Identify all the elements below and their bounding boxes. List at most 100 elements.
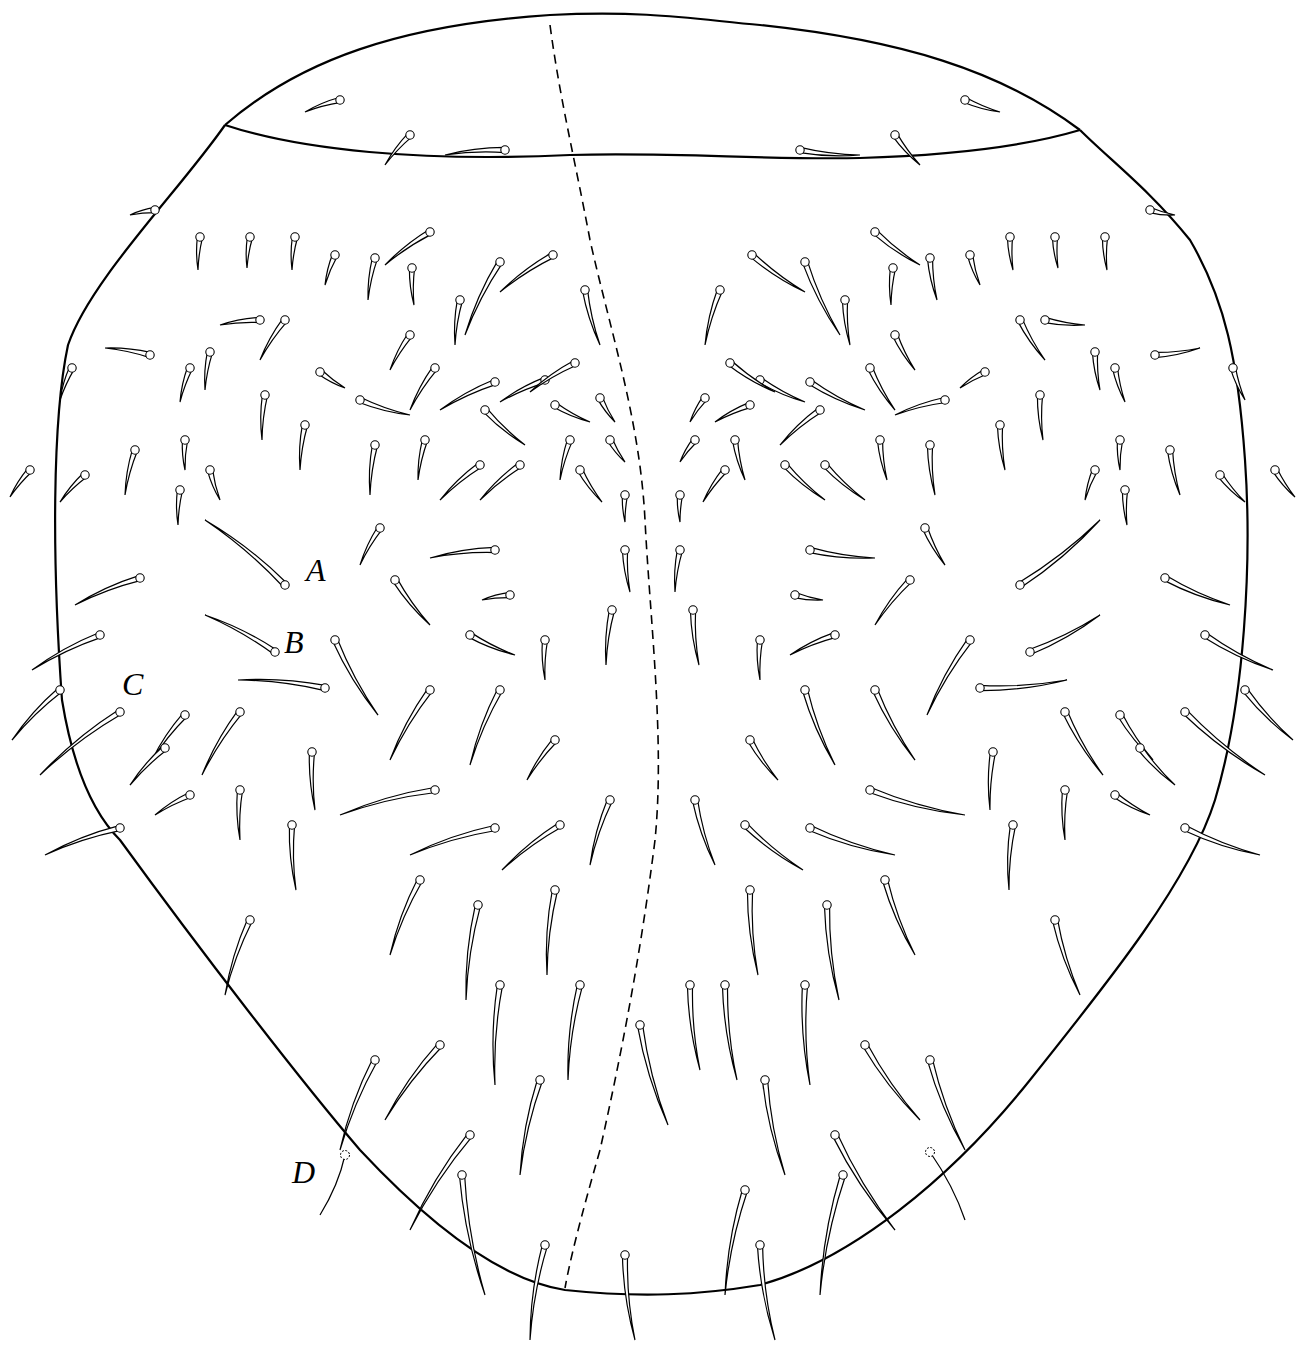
seta-socket (1111, 791, 1119, 799)
seta-socket (566, 436, 574, 444)
seta (621, 491, 629, 522)
seta (756, 1241, 775, 1340)
seta-shaft (1092, 352, 1100, 390)
seta-shaft (125, 449, 138, 495)
sensory-socket (926, 1148, 935, 1157)
seta-socket (891, 331, 899, 339)
seta (299, 421, 309, 470)
seta (821, 461, 865, 500)
seta (225, 916, 254, 995)
seta-socket (866, 364, 874, 372)
seta-shaft (390, 689, 432, 760)
seta (385, 131, 414, 165)
seta-shaft (637, 1024, 668, 1125)
seta (551, 401, 590, 422)
seta-shaft (445, 147, 505, 155)
sensory-seta (320, 1151, 350, 1216)
seta (871, 686, 915, 760)
seta-shaft (493, 985, 503, 1085)
seta (748, 251, 805, 292)
seta-shaft (895, 398, 946, 415)
seta (806, 546, 875, 558)
seta-shaft (748, 739, 778, 780)
seta-shaft (1184, 826, 1260, 855)
seta (220, 316, 264, 325)
seta-socket (926, 254, 934, 262)
seta-shaft (1102, 237, 1107, 270)
seta-socket (301, 421, 309, 429)
seta (1051, 233, 1059, 268)
seta (1016, 520, 1100, 589)
seta (527, 736, 559, 780)
seta (1061, 708, 1103, 775)
seta-socket (1216, 471, 1224, 479)
sensory-seta-shaft (930, 1152, 965, 1220)
seta (1111, 364, 1125, 402)
seta-socket (481, 406, 489, 414)
seta-socket (966, 251, 974, 259)
seta (260, 316, 289, 360)
seta-shaft (333, 639, 378, 715)
seta (806, 824, 895, 855)
seta-socket (1151, 351, 1159, 359)
seta (236, 786, 244, 840)
seta-shaft (809, 380, 865, 410)
seta (823, 901, 839, 1000)
seta-shaft (1018, 319, 1045, 360)
seta-socket (989, 748, 997, 756)
seta-shaft (927, 258, 937, 300)
seta-socket (926, 441, 934, 449)
seta (606, 436, 625, 462)
seta-socket (806, 378, 814, 386)
seta-shaft (1204, 633, 1273, 670)
seta-shaft (757, 640, 763, 680)
seta-socket (491, 546, 499, 554)
seta (246, 233, 254, 268)
seta (703, 466, 729, 502)
seta-shaft (869, 787, 965, 815)
seta (891, 131, 920, 165)
seta (889, 264, 897, 305)
seta-label: B (284, 624, 304, 660)
seta-socket (68, 364, 76, 372)
seta-shaft (466, 905, 481, 1000)
seta-shaft (238, 679, 325, 690)
seta (871, 228, 920, 265)
seta (340, 786, 439, 815)
seta-socket (131, 446, 139, 454)
seta (1085, 466, 1099, 500)
seta-shaft (747, 890, 758, 975)
seta-shaft (988, 752, 995, 810)
seta (895, 396, 949, 415)
seta-shaft (803, 689, 835, 765)
seta (568, 981, 584, 1080)
seta-socket (206, 466, 214, 474)
seta-shaft (927, 445, 935, 495)
seta (391, 576, 430, 625)
seta (360, 524, 384, 565)
seta-socket (281, 581, 289, 589)
seta-socket (806, 546, 814, 554)
seta (205, 348, 215, 390)
seta-label: A (306, 552, 326, 588)
seta (181, 436, 189, 470)
seta (926, 441, 935, 495)
seta (466, 901, 482, 1000)
seta-socket (596, 394, 604, 402)
seta-shaft (582, 289, 600, 345)
seta-socket (976, 684, 984, 692)
seta-socket (741, 821, 749, 829)
seta-shaft (440, 380, 496, 410)
seta (410, 824, 499, 855)
seta (541, 636, 549, 680)
seta-shaft (1167, 449, 1180, 495)
seta-shaft (393, 578, 430, 625)
seta (1136, 744, 1175, 785)
seta (689, 606, 699, 665)
seta-socket (676, 546, 684, 554)
seta-shaft (1122, 490, 1127, 525)
seta-shaft (824, 905, 839, 1000)
seta-socket (1271, 466, 1279, 474)
seta (756, 376, 805, 402)
seta-shaft (32, 633, 101, 670)
